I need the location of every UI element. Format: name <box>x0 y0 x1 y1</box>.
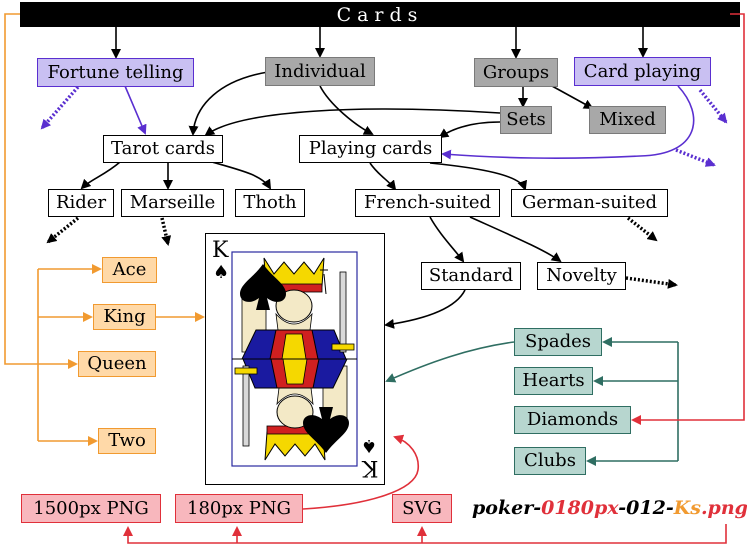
node-fortune-telling: Fortune telling <box>37 58 194 87</box>
card-rank-top: K <box>212 238 229 263</box>
node-groups: Groups <box>474 58 558 87</box>
filename-mid: -012- <box>618 497 674 519</box>
node-novelty: Novelty <box>537 262 626 290</box>
node-tarot-cards: Tarot cards <box>103 135 223 163</box>
rank-connectors <box>4 13 205 446</box>
king-of-spades-card: K ♠ K ♠ <box>205 233 385 485</box>
rank-two: Two <box>98 428 156 454</box>
card-suit-bottom-icon: ♠ <box>360 435 377 456</box>
node-standard: Standard <box>421 262 521 290</box>
node-german-suited: German-suited <box>511 189 668 217</box>
node-sets: Sets <box>500 106 552 134</box>
node-french-suited: French-suited <box>355 189 500 217</box>
rank-king: King <box>93 304 156 330</box>
spade-pip-top <box>240 264 286 310</box>
node-playing-cards: Playing cards <box>299 135 442 163</box>
rank-ace: Ace <box>102 257 157 283</box>
format-connectors <box>123 13 745 544</box>
card-rank-bottom: K <box>361 455 378 480</box>
filename-card: Ks <box>673 497 701 519</box>
node-mixed: Mixed <box>589 106 666 134</box>
filename-prefix: poker- <box>472 497 542 519</box>
title-connectors <box>80 27 648 329</box>
spade-pip-bottom <box>303 407 349 453</box>
title-bar: Cards <box>20 2 740 27</box>
rank-queen: Queen <box>78 351 156 377</box>
format-1500px-png: 1500px PNG <box>21 494 161 523</box>
suit-diamonds: Diamonds <box>514 406 631 434</box>
more-arrows-purple <box>40 85 728 167</box>
filename-size: 0180px <box>541 497 619 519</box>
node-marseille: Marseille <box>121 189 224 217</box>
filename-caption: poker-0180px-012-Ks.png <box>472 497 747 519</box>
node-card-playing: Card playing <box>574 57 711 86</box>
suit-hearts: Hearts <box>514 367 593 395</box>
node-thoth: Thoth <box>235 189 305 217</box>
card-face-art <box>231 251 358 467</box>
king-upper-figure <box>241 257 355 360</box>
card-suit-top-icon: ♠ <box>213 262 230 283</box>
more-arrows-black <box>46 216 678 289</box>
suit-connectors <box>385 337 679 466</box>
format-180px-png: 180px PNG <box>175 494 303 523</box>
suit-clubs: Clubs <box>514 447 586 475</box>
filename-ext: .png <box>700 497 747 519</box>
format-svg: SVG <box>392 494 452 523</box>
node-individual: Individual <box>265 57 375 86</box>
node-rider: Rider <box>48 189 114 217</box>
suit-spades: Spades <box>514 328 602 356</box>
fortune-connectors <box>124 85 695 160</box>
